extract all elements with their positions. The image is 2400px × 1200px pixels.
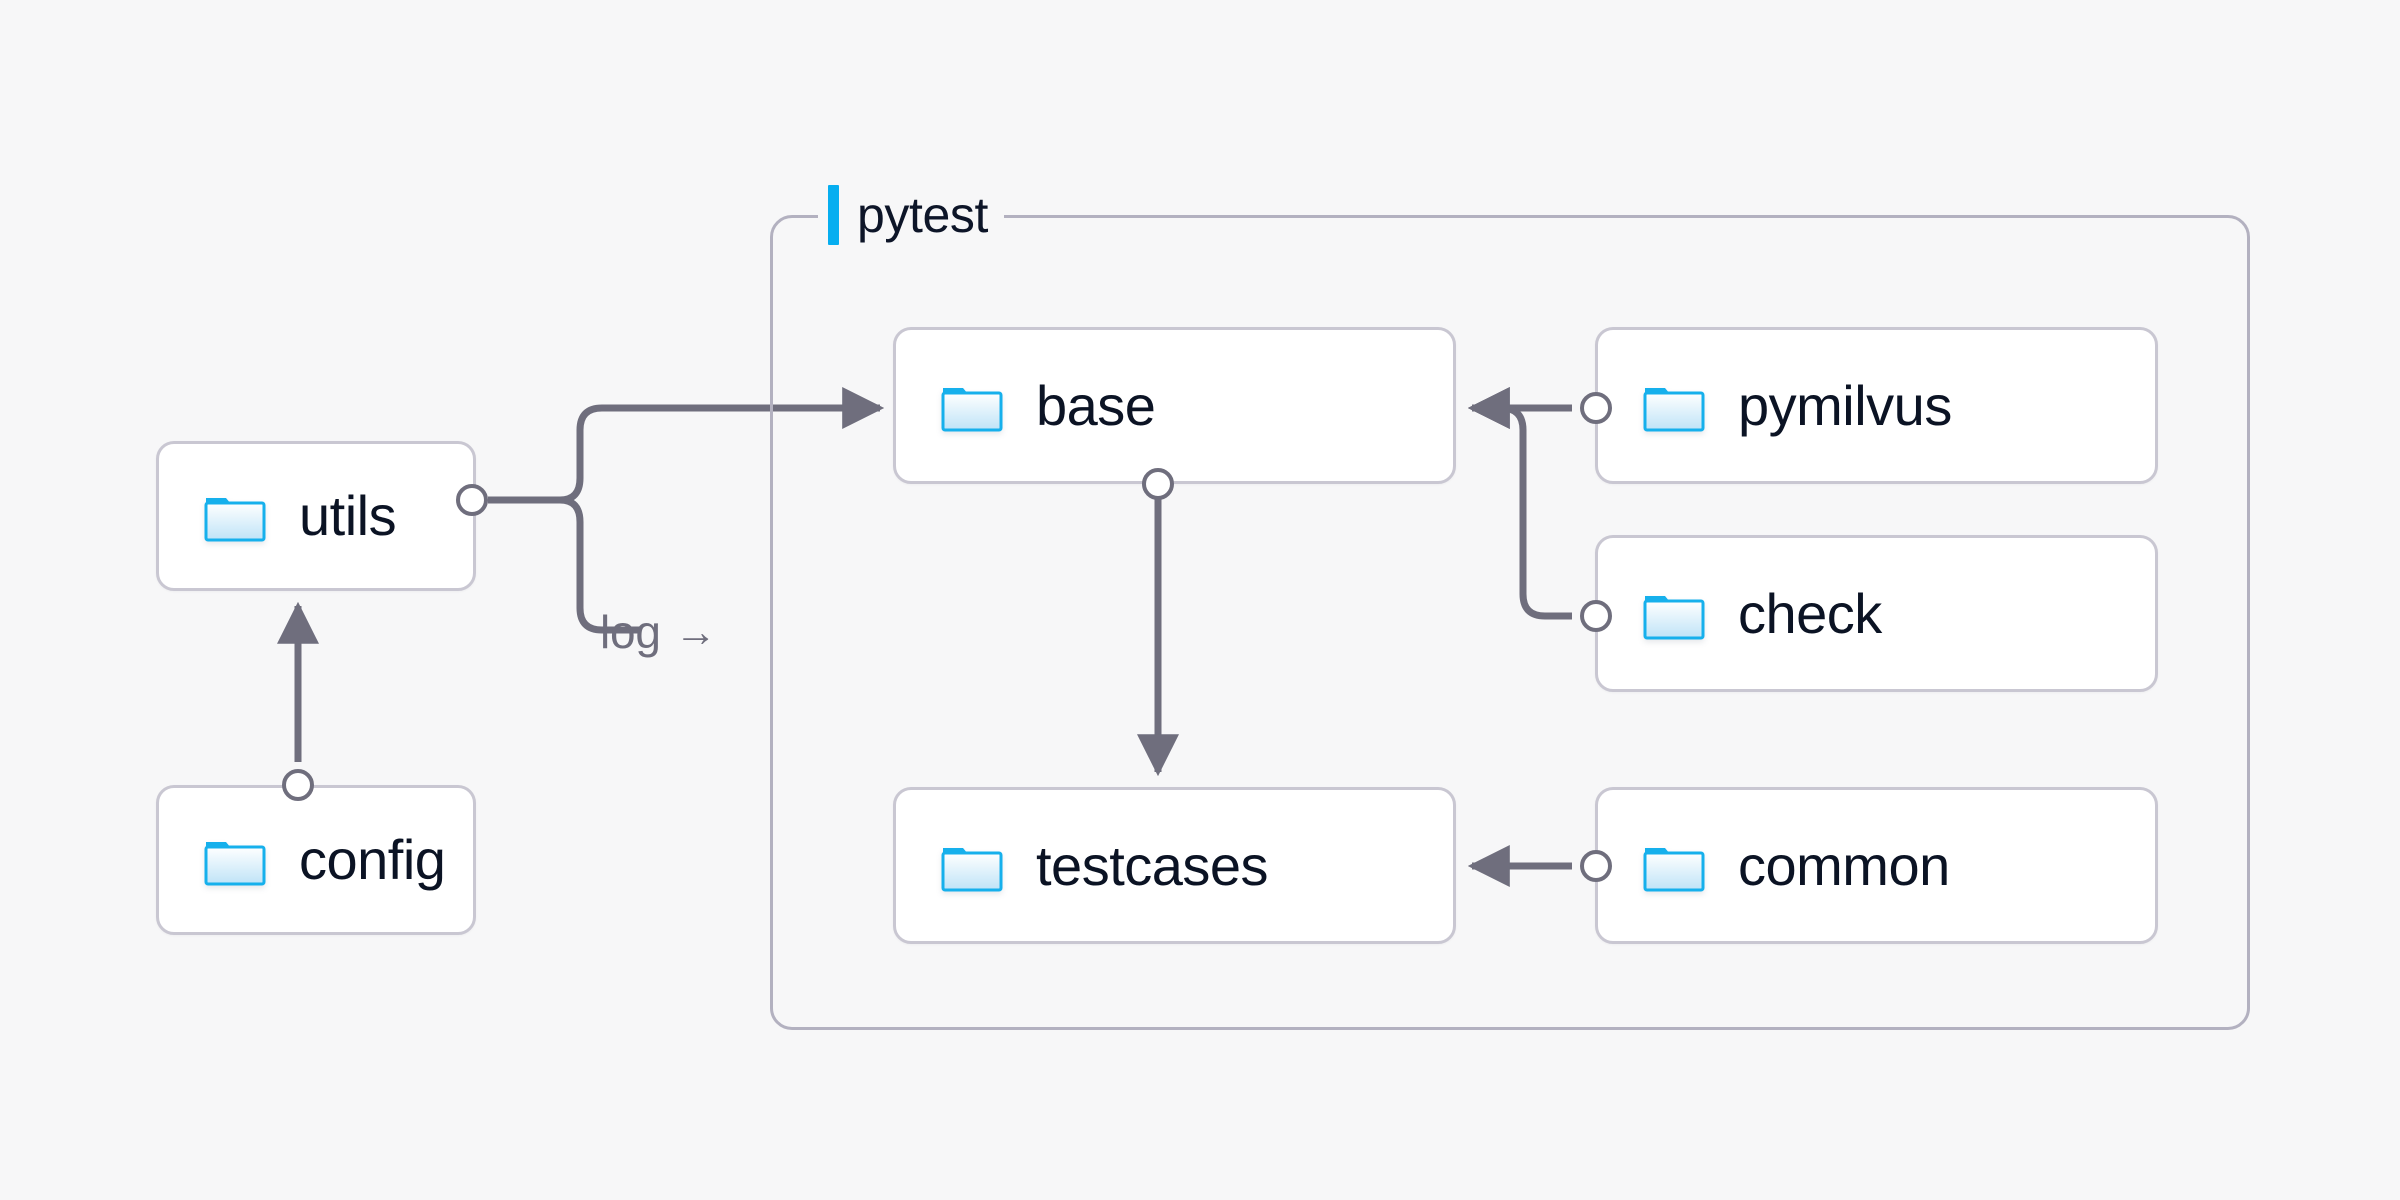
node-common[interactable]: common [1595,787,2158,944]
folder-icon [204,498,266,542]
check-port-left[interactable] [1580,600,1612,632]
node-label: common [1738,833,1950,897]
group-accent-bar [828,185,839,245]
group-title: pytest [857,187,988,243]
node-config[interactable]: config [156,785,476,935]
utils-port-right[interactable] [456,484,488,516]
common-port-left[interactable] [1580,850,1612,882]
log-edge-label[interactable]: log → [600,605,717,659]
node-label: check [1738,581,1882,645]
folder-icon [1643,595,1705,639]
node-check[interactable]: check [1595,535,2158,692]
node-testcases[interactable]: testcases [893,787,1456,944]
folder-icon [1643,387,1705,431]
base-port-bottom[interactable] [1142,468,1174,500]
node-label: config [299,828,446,891]
folder-icon [941,387,1003,431]
node-base[interactable]: base [893,327,1456,484]
node-label: testcases [1036,833,1269,897]
arrow-right-icon: → [674,608,717,655]
node-label: utils [299,484,397,547]
folder-icon [1643,847,1705,891]
folder-icon [204,842,266,886]
pytest-group-label[interactable]: pytest [818,182,1004,248]
folder-icon [941,847,1003,891]
node-label: pymilvus [1738,373,1952,437]
pytest-group-container[interactable] [770,215,2250,1030]
node-utils[interactable]: utils [156,441,476,591]
pymilvus-port-left[interactable] [1580,392,1612,424]
config-port-top[interactable] [282,769,314,801]
log-edge-label-text: log [600,606,661,658]
node-pymilvus[interactable]: pymilvus [1595,327,2158,484]
node-label: base [1036,373,1156,437]
